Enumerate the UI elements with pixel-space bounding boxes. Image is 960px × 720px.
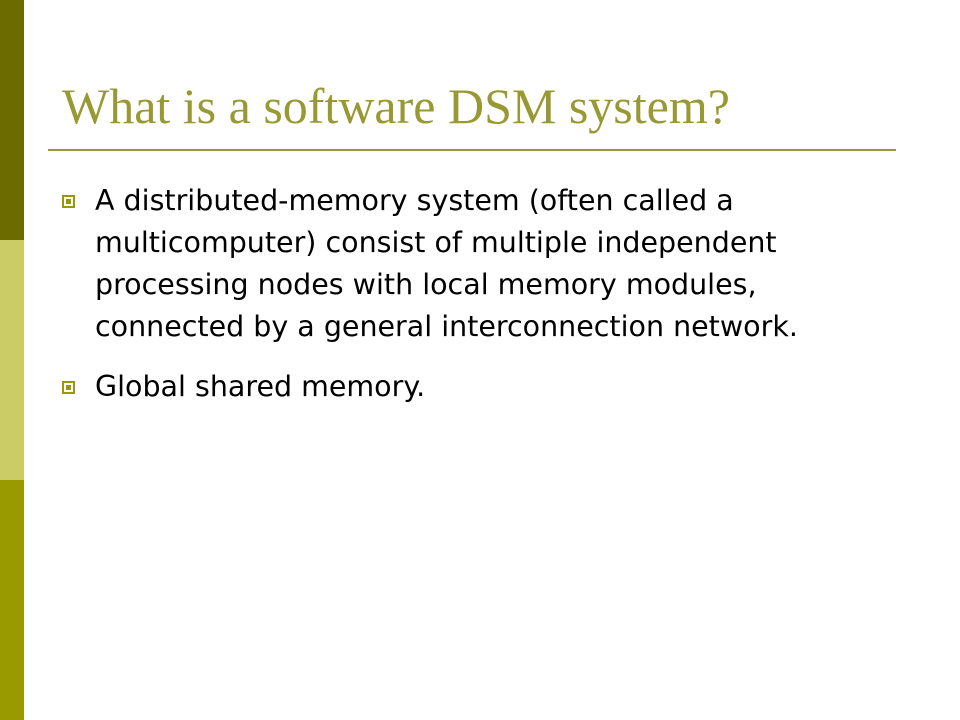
title-underline [48, 149, 896, 151]
square-bullet-icon [62, 381, 75, 394]
bullet-text: Global shared memory. [95, 370, 426, 403]
sidebar-decoration [0, 0, 24, 720]
bullet-item: Global shared memory. [62, 366, 902, 408]
sidebar-band-bottom [0, 480, 24, 720]
slide-title: What is a software DSM system? [62, 78, 730, 134]
bullet-item: A distributed-memory system (often calle… [62, 180, 902, 348]
bullet-text: A distributed-memory system (often calle… [95, 184, 798, 343]
square-bullet-icon [62, 195, 75, 208]
sidebar-band-middle [0, 240, 24, 480]
sidebar-band-top [0, 0, 24, 240]
bullet-list: A distributed-memory system (often calle… [62, 180, 902, 426]
